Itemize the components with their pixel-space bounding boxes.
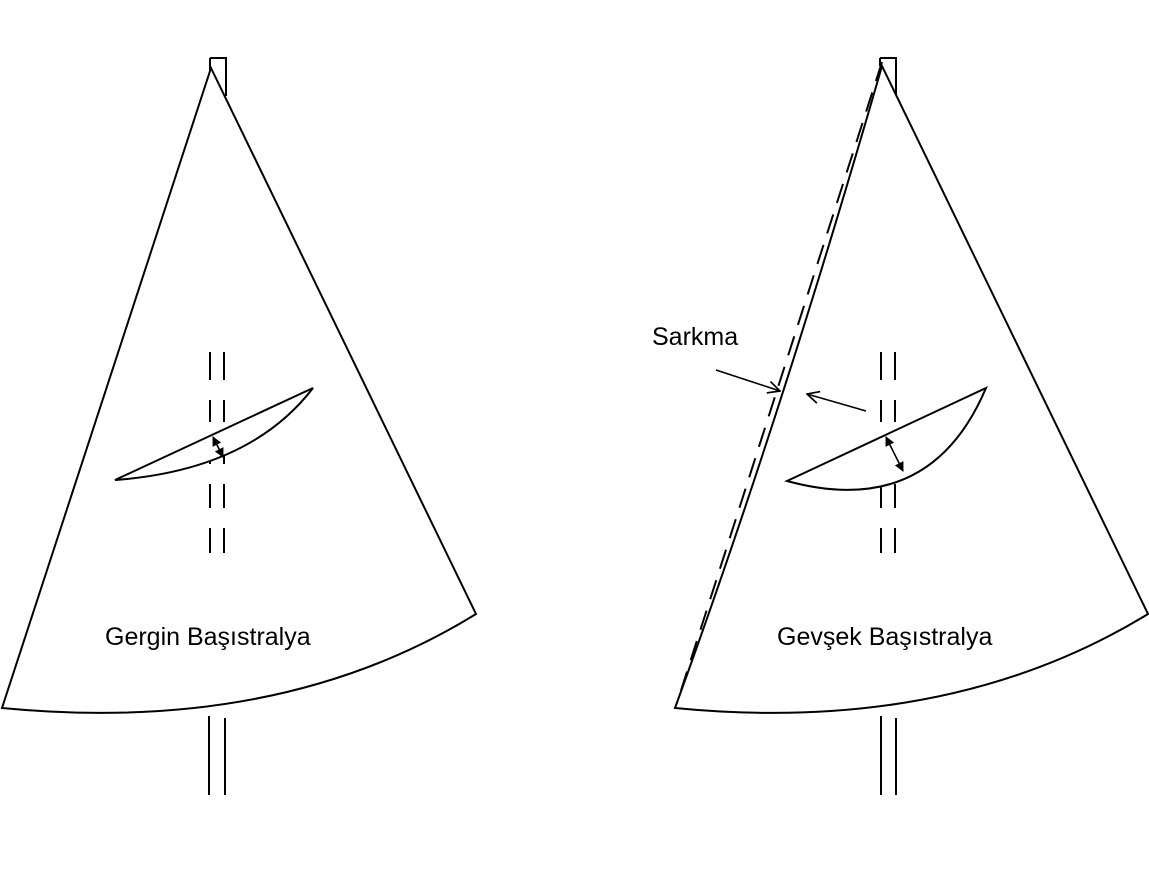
mast-bottom (208, 716, 226, 795)
slack-forestay-sail-group: Sarkma Gevşek Başıstralya (652, 57, 1149, 795)
mast-dashed-hidden (209, 352, 225, 553)
sag-label: Sarkma (652, 323, 738, 351)
mast-top (879, 57, 897, 96)
sail-outline-sagging (673, 63, 1149, 714)
taut-forestay-sail-group: Gergin Başıstralya (0, 57, 478, 795)
slack-forestay-caption: Gevşek Başıstralya (777, 623, 992, 651)
sail-outline (0, 65, 478, 714)
taut-forestay-caption: Gergin Başıstralya (105, 623, 311, 651)
sag-pointer-arrow-right (807, 394, 867, 412)
draft-depth-arrow (885, 436, 904, 472)
mast-bottom (880, 716, 897, 795)
draft-depth-arrow (212, 436, 224, 458)
sail-section-shallow (114, 387, 314, 481)
sag-pointer-arrow-left (715, 369, 780, 391)
